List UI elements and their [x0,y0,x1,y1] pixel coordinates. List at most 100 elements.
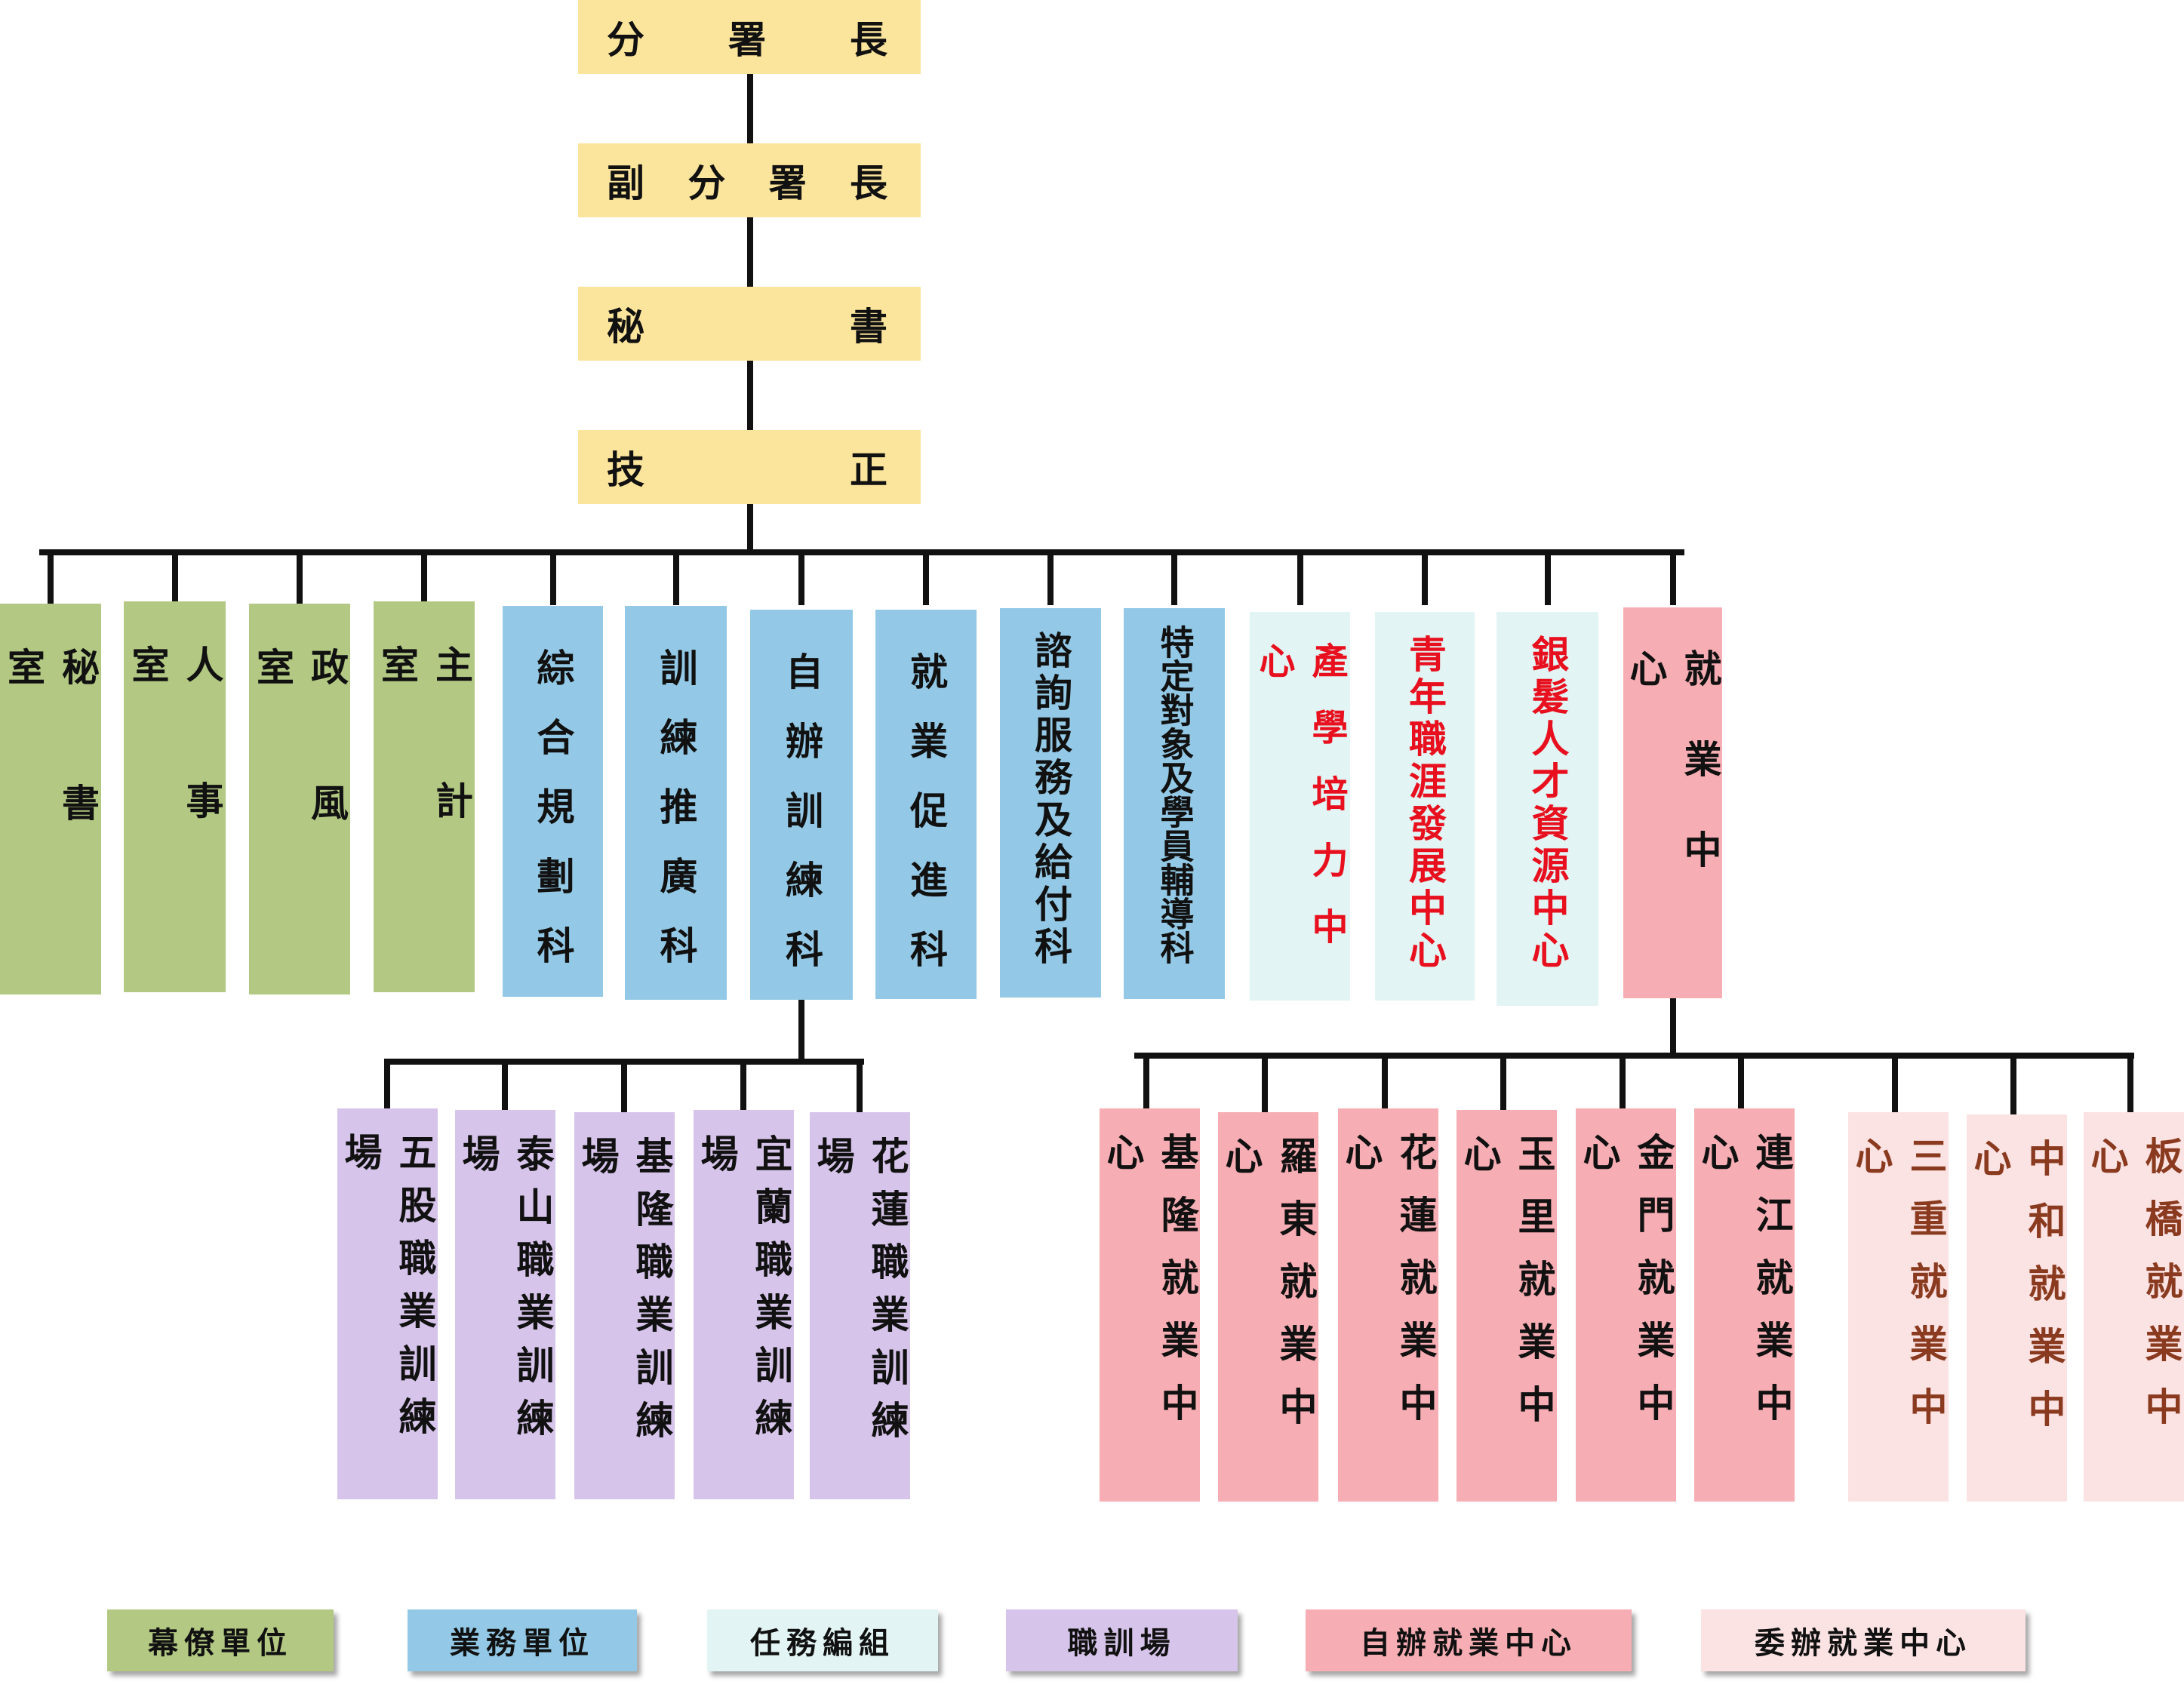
site-drop-line [384,1059,390,1108]
unit-label: 人事室 [125,645,224,917]
unit-label: 秘書室 [2,647,100,919]
training-site-label: 基隆職業訓練場 [575,1136,674,1453]
training-site-box: 泰山職業訓練場 [455,1110,555,1499]
leader-box: 分署長 [578,0,921,74]
legend-item: 任務編組 [707,1609,938,1671]
center-drop-line [1382,1053,1388,1108]
unit-drop-line [1422,552,1428,605]
unit-bus-line [39,549,1684,555]
training-site-box: 宜蘭職業訓練場 [694,1110,794,1499]
unit-box: 秘書室 [0,604,101,994]
unit-box: 產學培力中心 [1250,612,1350,1001]
employment-center-box: 連江就業中心 [1694,1108,1795,1502]
unit-box: 綜合規劃科 [503,606,603,997]
chain-connector [747,504,753,552]
center-drop-line [1738,1053,1744,1108]
center-drop-line [1143,1053,1149,1108]
employment-center-box: 羅東就業中心 [1218,1112,1318,1502]
unit-box: 諮詢服務及給付科 [1000,608,1101,998]
unit-label: 就業促進科 [904,652,948,999]
employment-center-label: 中和就業中心 [1967,1139,2066,1452]
site-drop-line [621,1059,627,1112]
unit-drop-line [297,552,303,605]
unit-drop-line [421,552,427,605]
unit-label: 自辦訓練科 [780,652,823,999]
unit-box: 政風室 [249,604,350,994]
employment-center-label: 玉里就業中心 [1457,1134,1556,1447]
unit-drop-line [673,552,679,605]
leader-title-char: 書 [850,305,887,349]
unit-box: 特定對象及學員輔導科 [1124,608,1225,999]
legend-label: 職訓場 [1067,1626,1177,1661]
legend-item: 職訓場 [1006,1609,1238,1671]
training-site-label: 五股職業訓練場 [338,1133,437,1449]
leader-title-char: 署 [768,161,807,205]
employment-center-label: 連江就業中心 [1695,1133,1794,1446]
employment-center-label: 三重就業中心 [1849,1136,1948,1449]
centers-drop-line [1670,997,1676,1059]
unit-drop-line [1047,552,1054,605]
unit-label: 綜合規劃科 [531,648,575,995]
leader-title-char: 長 [850,18,887,62]
leader-title-char: 分 [687,161,726,205]
unit-box: 銀髮人才資源中心 [1497,612,1598,1006]
legend-item: 委辦就業中心 [1701,1609,2026,1671]
employment-center-box: 三重就業中心 [1848,1112,1949,1502]
legend-label: 業務單位 [450,1626,595,1661]
unit-label: 諮詢服務及給付科 [1029,631,1072,969]
center-drop-line [1620,1053,1626,1108]
unit-drop-line [1297,552,1303,605]
sites-drop-line [798,997,804,1059]
unit-drop-line [550,552,556,605]
center-drop-line [2010,1053,2016,1114]
unit-label: 銀髮人才資源中心 [1525,635,1570,973]
unit-box: 訓練推廣科 [625,606,727,1000]
legend-label: 委辦就業中心 [1755,1626,1972,1661]
unit-label: 主計室 [375,645,473,917]
unit-box: 自辦訓練科 [750,610,853,1000]
center-drop-line [1500,1053,1506,1110]
training-site-box: 基隆職業訓練場 [574,1112,675,1499]
training-site-box: 五股職業訓練場 [337,1108,438,1499]
employment-center-box: 基隆就業中心 [1100,1108,1200,1502]
training-site-label: 宜蘭職業訓練場 [694,1134,793,1451]
unit-drop-line [1670,552,1676,605]
leader-title-char: 分 [607,18,644,62]
unit-box: 人事室 [124,601,226,992]
unit-box: 就業促進科 [875,610,977,999]
unit-drop-line [1545,552,1551,605]
legend-item: 自辦就業中心 [1306,1609,1632,1671]
training-site-box: 花蓮職業訓練場 [810,1112,910,1499]
unit-drop-line [1171,552,1177,605]
training-site-label: 泰山職業訓練場 [456,1134,555,1451]
leader-title-char: 正 [850,448,887,492]
employment-center-box: 中和就業中心 [1967,1114,2067,1502]
leader-box: 秘書 [578,287,921,361]
unit-label: 特定對象及學員輔導科 [1154,625,1195,964]
unit-label: 就業中心 [1623,649,1722,921]
site-drop-line [502,1059,508,1110]
legend-item: 業務單位 [408,1609,637,1671]
leader-title-char: 秘 [607,305,644,349]
employment-center-label: 羅東就業中心 [1219,1136,1318,1449]
employment-center-label: 板橋就業中心 [2084,1136,2183,1449]
leader-title-char: 技 [607,448,644,492]
legend-label: 自辦就業中心 [1360,1626,1577,1661]
chain-connector [747,217,753,287]
leader-box: 副分署長 [578,143,921,217]
legend-label: 任務編組 [750,1626,895,1661]
site-drop-line [857,1059,863,1112]
unit-drop-line [798,552,804,605]
chain-connector [747,361,753,430]
unit-box: 就業中心 [1623,607,1722,998]
training-site-label: 花蓮職業訓練場 [811,1136,909,1453]
unit-label: 青年職涯發展中心 [1403,635,1447,973]
legend-label: 幕僚單位 [148,1626,293,1661]
employment-center-label: 花蓮就業中心 [1339,1133,1438,1446]
leader-title-char: 署 [728,18,766,62]
unit-box: 青年職涯發展中心 [1375,612,1475,1001]
employment-center-box: 花蓮就業中心 [1338,1108,1438,1502]
centers-bus-line [1134,1053,2134,1059]
unit-drop-line [172,552,178,605]
